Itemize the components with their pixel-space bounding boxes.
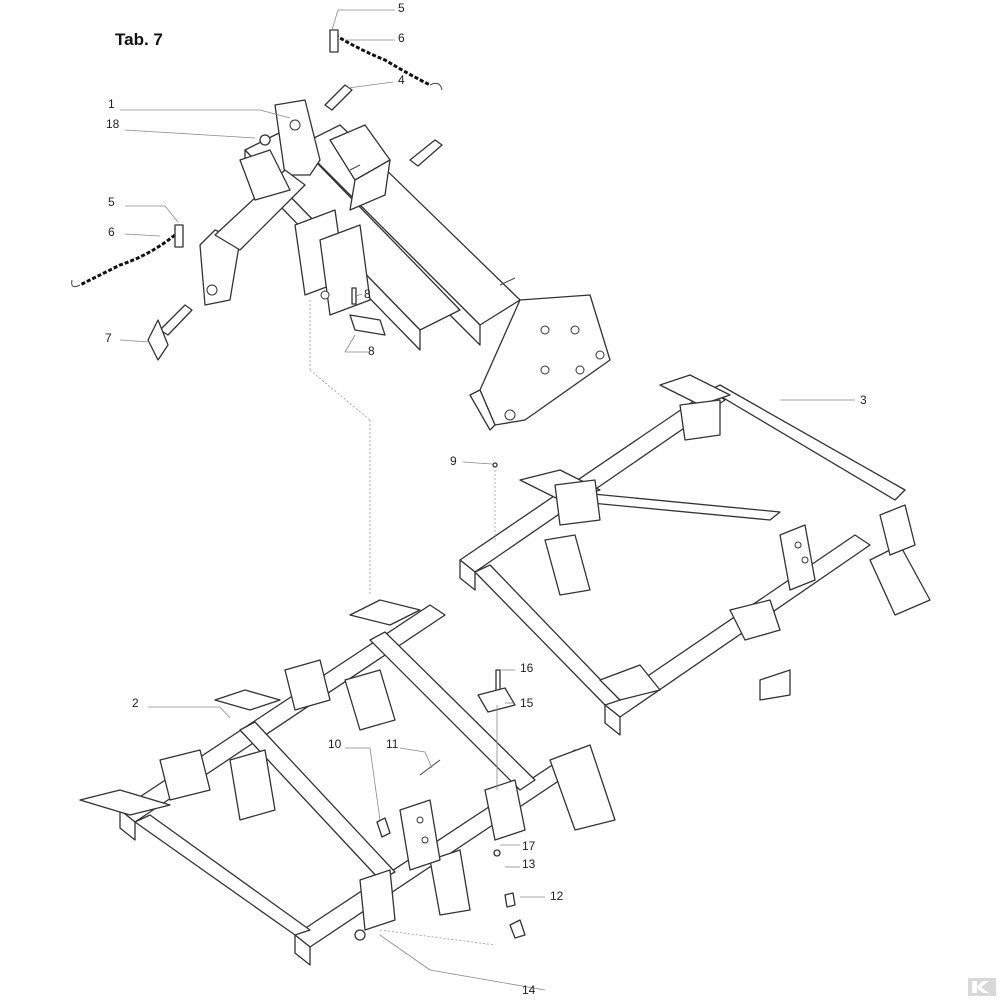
callout-5-left: 5 — [108, 195, 115, 209]
callout-10: 10 — [328, 737, 342, 751]
assembly-line — [309, 369, 371, 421]
callout-6-top: 6 — [398, 31, 405, 45]
callout-15: 15 — [520, 696, 534, 710]
callout-7: 7 — [105, 331, 112, 345]
callout-17: 17 — [522, 839, 536, 853]
callout-18: 18 — [106, 117, 120, 131]
callout-16: 16 — [520, 661, 534, 675]
table-title: Tab. 7 — [115, 30, 163, 49]
callout-2: 2 — [132, 696, 139, 710]
subframe-right — [459, 374, 931, 736]
subframe-left — [79, 599, 616, 966]
callout-3: 3 — [860, 393, 867, 407]
callout-14: 14 — [522, 983, 536, 997]
callout-11: 11 — [386, 737, 399, 751]
callout-9: 9 — [450, 454, 457, 468]
hitch-pin-parts — [71, 29, 443, 361]
main-frame-assembly — [199, 99, 611, 431]
callout-12: 12 — [550, 889, 564, 903]
callout-4: 4 — [398, 73, 405, 87]
assembly-line — [379, 929, 496, 946]
callouts: 1 18 5 6 4 5 6 7 8 8 9 3 — [105, 1, 867, 997]
callout-1: 1 — [108, 97, 115, 111]
callout-5-top: 5 — [398, 1, 405, 15]
callout-6-left: 6 — [108, 225, 115, 239]
callout-13: 13 — [522, 857, 536, 871]
callout-8-lower: 8 — [368, 344, 375, 358]
fastener-parts — [354, 462, 526, 941]
brand-logo — [968, 978, 996, 996]
callout-8-upper: 8 — [364, 287, 371, 301]
